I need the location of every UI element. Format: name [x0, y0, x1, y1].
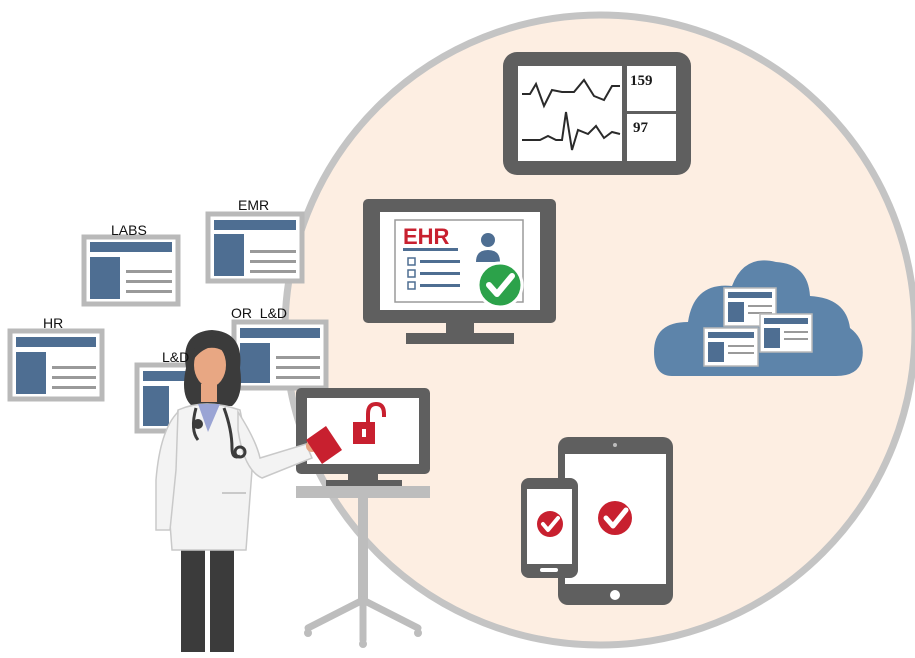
ecg-wave-bottom: [522, 111, 621, 151]
unlock-icon: [353, 401, 386, 444]
heart-rate-value: 159: [630, 73, 653, 89]
app-card-or-ld: [231, 319, 329, 391]
ehr-monitor-neck: [446, 323, 474, 333]
app-card-hr: [7, 328, 105, 402]
app-card-labs: [81, 234, 181, 307]
app-card-emr: [205, 211, 305, 284]
stand-legs: [304, 596, 422, 644]
clinician-figure-icon: [155, 330, 318, 652]
cloud-doc-2: [703, 327, 759, 367]
ehr-desktop-icon: EHR: [363, 199, 556, 344]
ehr-title: EHR: [403, 224, 450, 249]
tablet-icon: [558, 437, 673, 605]
cloud-documents-icon: [654, 260, 863, 376]
spo2-value: 97: [633, 120, 649, 136]
stand-shelf: [296, 486, 430, 498]
app-card-label-hr: HR: [43, 315, 63, 331]
checklist-icon: [407, 257, 460, 290]
vital-signs-monitor-icon: 159 97: [503, 52, 691, 175]
ehr-monitor-base: [406, 333, 514, 344]
phone-icon: [521, 478, 578, 578]
cloud-doc-3: [759, 313, 813, 353]
tablet-check-icon: [598, 501, 632, 535]
ecg-wave-top: [522, 78, 620, 109]
green-check-icon: [476, 261, 524, 309]
id-badge-icon: [306, 426, 342, 464]
app-card-label-or-ld: OR L&D: [231, 305, 287, 321]
ehr-underline: [403, 248, 458, 251]
phone-check-icon: [537, 511, 563, 537]
app-card-label-ld: L&D: [162, 349, 189, 365]
mobile-devices-icon: [521, 437, 673, 605]
patient-avatar-icon: [476, 233, 500, 262]
app-card-label-labs: LABS: [111, 222, 147, 238]
app-card-label-emr: EMR: [238, 197, 269, 213]
stand-pole: [358, 498, 368, 602]
